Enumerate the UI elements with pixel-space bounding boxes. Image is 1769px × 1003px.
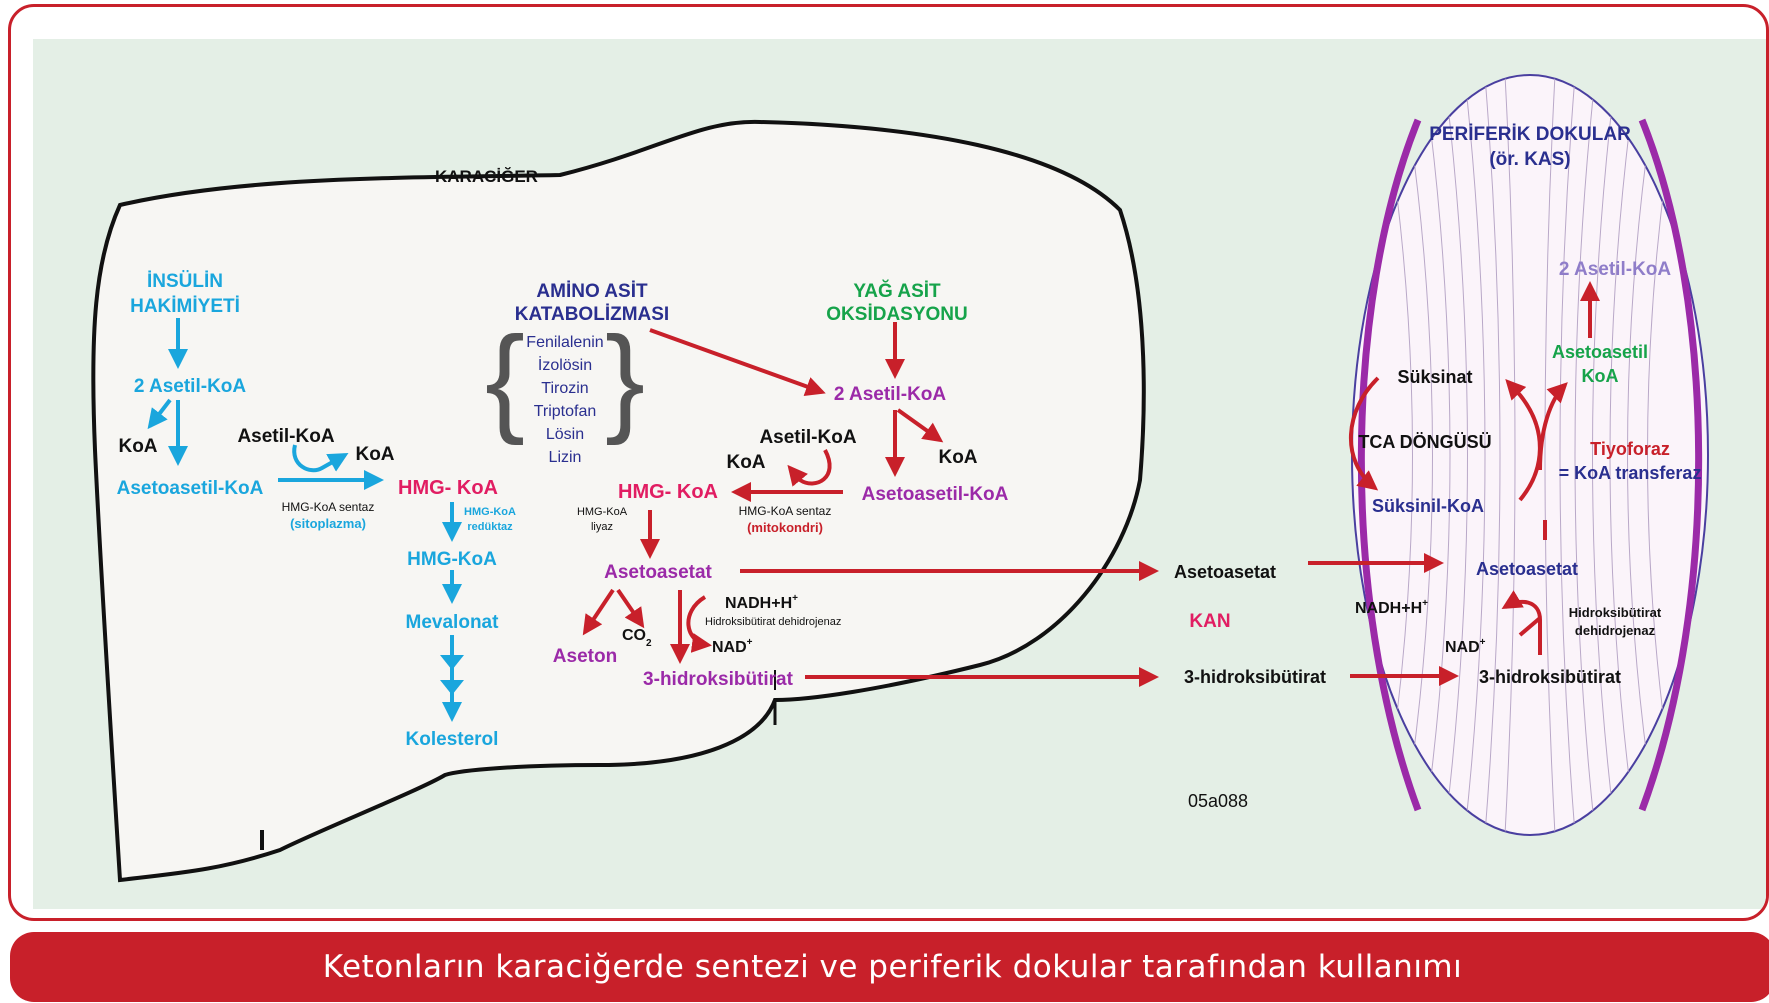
blood-label: KAN bbox=[1189, 611, 1230, 632]
periph-nadh: NADH+H+ bbox=[1355, 598, 1428, 617]
periph-nad: NAD+ bbox=[1445, 637, 1486, 656]
cyto-cholesterol: Kolesterol bbox=[406, 729, 499, 750]
mito-lyase-2: liyaz bbox=[591, 521, 613, 533]
mito-acetyl-coa: Asetil-KoA bbox=[759, 427, 856, 448]
mito-co2: CO2 bbox=[622, 627, 652, 649]
amino-acid-item: Tirozin bbox=[541, 380, 588, 397]
cyto-koa-2: KoA bbox=[355, 444, 394, 465]
mito-koa-2: KoA bbox=[938, 447, 977, 468]
muscle-fibers bbox=[1384, 75, 1676, 835]
fatty-label-1: YAĞ ASİT bbox=[853, 280, 941, 302]
cyto-acetoacetyl-coa: Asetoasetil-KoA bbox=[117, 478, 264, 499]
amino-acid-item: Lizin bbox=[549, 449, 582, 466]
liver-title: KARACİĞER bbox=[435, 167, 538, 186]
arrow-acetoacetate-to-co2 bbox=[616, 588, 645, 629]
cyto-acetyl-coa-2: 2 Asetil-KoA bbox=[134, 376, 247, 397]
periph-acetoacetyl-2: KoA bbox=[1582, 366, 1619, 386]
caption-bar: Ketonların karaciğerde sentezi ve perife… bbox=[10, 932, 1769, 1002]
periph-dehydrogenase-2: dehidrojenaz bbox=[1575, 623, 1656, 638]
mito-nad: NAD+ bbox=[712, 637, 753, 656]
cyto-acetyl-coa: Asetil-KoA bbox=[237, 426, 334, 447]
amino-label-1: AMİNO ASİT bbox=[536, 281, 648, 302]
mito-hydroxybutyrate: 3-hidroksibütirat bbox=[643, 669, 794, 690]
blood-hydroxybutyrate: 3-hidroksibütirat bbox=[1184, 667, 1326, 687]
mito-hmg-coa: HMG- KoA bbox=[618, 481, 718, 503]
mito-hmg-synthase: HMG-KoA sentaz bbox=[739, 504, 832, 518]
mito-nadh: NADH+H+ bbox=[725, 593, 798, 612]
amino-acid-item: İzolösin bbox=[538, 355, 592, 374]
periph-tca: TCA DÖNGÜSÜ bbox=[1358, 432, 1491, 452]
amino-label-2: KATABOLİZMASI bbox=[515, 304, 669, 325]
peripheral-title-1: PERİFERİK DOKULAR bbox=[1429, 124, 1631, 145]
peripheral-title-2: (ör. KAS) bbox=[1489, 149, 1570, 170]
arrow-to-acetoacetyl-coa bbox=[1538, 382, 1568, 471]
mito-dehydrogenase: Hidroksibütirat dehidrojenaz bbox=[705, 616, 841, 628]
fatty-label-2: OKSİDASYONU bbox=[826, 304, 967, 325]
amino-acid-item: Lösin bbox=[546, 426, 584, 443]
figure-code: 05a088 bbox=[1188, 791, 1248, 811]
arrow-acetyl-koa-loop bbox=[292, 444, 349, 473]
periph-succinyl-coa: Süksinil-KoA bbox=[1372, 496, 1484, 516]
arrow-acetyl-to-koa bbox=[147, 398, 172, 430]
amino-acid-list: FenilaleninİzolösinTirozinTriptofanLösin… bbox=[526, 334, 603, 466]
periph-acetoacetyl-1: Asetoasetil bbox=[1552, 342, 1648, 362]
periph-thiophorase-2: = KoA transferaz bbox=[1559, 463, 1702, 483]
amino-bracket-right: } bbox=[605, 312, 645, 446]
mito-acetone: Aseton bbox=[553, 646, 617, 667]
mito-acetyl-coa-2: 2 Asetil-KoA bbox=[834, 384, 947, 405]
periph-acetoacetate: Asetoasetat bbox=[1476, 559, 1578, 579]
insulin-label-1: İNSÜLİN bbox=[147, 271, 223, 292]
mito-acetoacetate: Asetoasetat bbox=[604, 562, 712, 583]
cyto-reductase-2: redüktaz bbox=[467, 521, 513, 533]
cyto-hmg-synthase: HMG-KoA sentaz bbox=[282, 500, 375, 514]
arrow-amino-to-acetyl bbox=[649, 328, 826, 396]
periph-acetyl-coa-2: 2 Asetil-KoA bbox=[1559, 259, 1672, 280]
cholesterol-steps bbox=[440, 655, 464, 695]
cyto-hmg-coa-2: HMG-KoA bbox=[407, 549, 497, 570]
cyto-hmg-coa-1: HMG- KoA bbox=[398, 477, 498, 499]
periph-hydroxybutyrate: 3-hidroksibütirat bbox=[1479, 667, 1621, 687]
arrow-acetyl-koa-loop-mito bbox=[787, 449, 832, 487]
blood-acetoacetate: Asetoasetat bbox=[1174, 562, 1276, 582]
cyto-mevalonate: Mevalonat bbox=[406, 612, 500, 633]
arrow-muscle-nad-loop bbox=[1518, 616, 1542, 637]
muscle-band-right bbox=[1638, 118, 1703, 812]
arrow-tca-cycle bbox=[1349, 376, 1380, 491]
cyto-reductase-1: HMG-KoA bbox=[464, 506, 516, 518]
amino-acid-item: Fenilalenin bbox=[526, 334, 603, 351]
cyto-koa-1: KoA bbox=[118, 436, 157, 457]
insulin-label-2: HAKİMİYETİ bbox=[130, 296, 240, 317]
liver-outline bbox=[91, 119, 1146, 883]
muscle-band-left bbox=[1357, 118, 1422, 812]
amino-acid-item: Triptofan bbox=[534, 403, 597, 420]
cyto-synthase-location: (sitoplazma) bbox=[290, 516, 366, 531]
mito-synthase-location: (mitokondri) bbox=[747, 520, 823, 535]
arrow-acetyl-to-koa-mito bbox=[896, 408, 944, 443]
arrow-nadh-loop bbox=[686, 595, 712, 653]
periph-dehydrogenase-1: Hidroksibütirat bbox=[1569, 605, 1662, 620]
mito-lyase-1: HMG-KoA bbox=[577, 506, 628, 518]
figure-caption: Ketonların karaciğerde sentezi ve perife… bbox=[322, 949, 1463, 985]
periph-succinate: Süksinat bbox=[1397, 367, 1472, 387]
periph-thiophorase-1: Tiyoforaz bbox=[1590, 439, 1670, 459]
amino-bracket-left: { bbox=[485, 312, 525, 446]
mito-acetoacetyl-coa: Asetoasetil-KoA bbox=[862, 484, 1009, 505]
mito-koa-1: KoA bbox=[726, 452, 765, 473]
arrow-acetoacetate-to-acetone bbox=[582, 588, 615, 636]
